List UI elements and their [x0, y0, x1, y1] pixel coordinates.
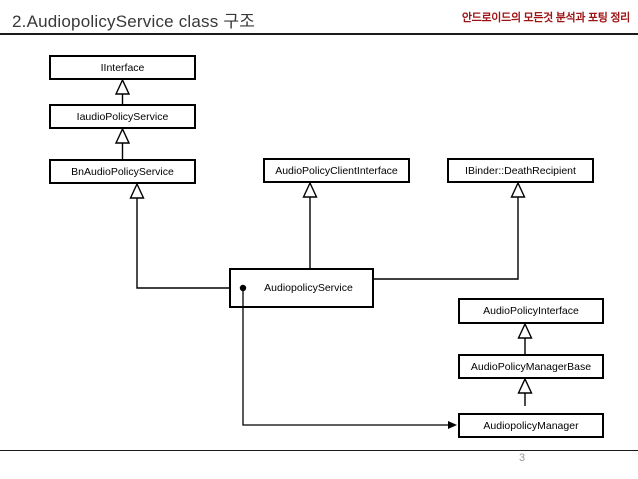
class-label: AudioPolicyClientInterface — [275, 164, 398, 177]
class-label: AudioPolicyManagerBase — [470, 360, 592, 373]
composition-bullet-icon — [239, 284, 247, 292]
class-label: AudiopolicyService — [264, 282, 353, 294]
footer-divider — [0, 450, 638, 451]
class-box-audio-policy-interface: AudioPolicyInterface — [458, 298, 604, 324]
header-note: 안드로이드의 모든것 분석과 포팅 정리 — [461, 12, 630, 24]
class-box-bn-audio-policy-service: BnAudioPolicyService — [49, 159, 196, 184]
class-label: BnAudioPolicyService — [71, 165, 174, 178]
connector-service-to-deathrecipient — [374, 181, 526, 280]
page-number: 3 — [519, 452, 526, 464]
class-box-audio-policy-client-interface: AudioPolicyClientInterface — [263, 158, 410, 183]
class-box-audiopolicy-service: AudiopolicyService — [229, 268, 374, 308]
class-label: IInterface — [100, 61, 145, 74]
class-label: AudiopolicyManager — [483, 419, 579, 432]
connector-service-to-clientinterface — [302, 181, 318, 268]
class-label: AudioPolicyInterface — [483, 305, 579, 317]
class-box-ibinder-death-recipient: IBinder::DeathRecipient — [447, 158, 594, 183]
class-box-iinterface: IInterface — [49, 55, 196, 80]
connector-manager-to-managerbase — [517, 377, 533, 406]
page-title: 2.AudiopolicyService class 구조 — [12, 12, 256, 31]
connector-service-to-manager — [239, 284, 457, 429]
connector-service-to-bn — [129, 182, 229, 289]
class-box-iaudio-policy-service: IaudioPolicyService — [49, 104, 196, 129]
class-label: IaudioPolicyService — [76, 110, 169, 123]
class-box-audio-policy-manager-base: AudioPolicyManagerBase — [458, 354, 604, 379]
class-box-audiopolicy-manager: AudiopolicyManager — [458, 413, 604, 438]
connector-iaudio-to-iinterface — [114, 78, 131, 104]
arrowhead-icon — [448, 421, 457, 429]
connector-bn-to-iaudio — [114, 127, 131, 159]
class-label: IBinder::DeathRecipient — [465, 164, 576, 177]
header-divider — [0, 33, 638, 35]
connector-managerbase-to-interface — [517, 322, 533, 354]
